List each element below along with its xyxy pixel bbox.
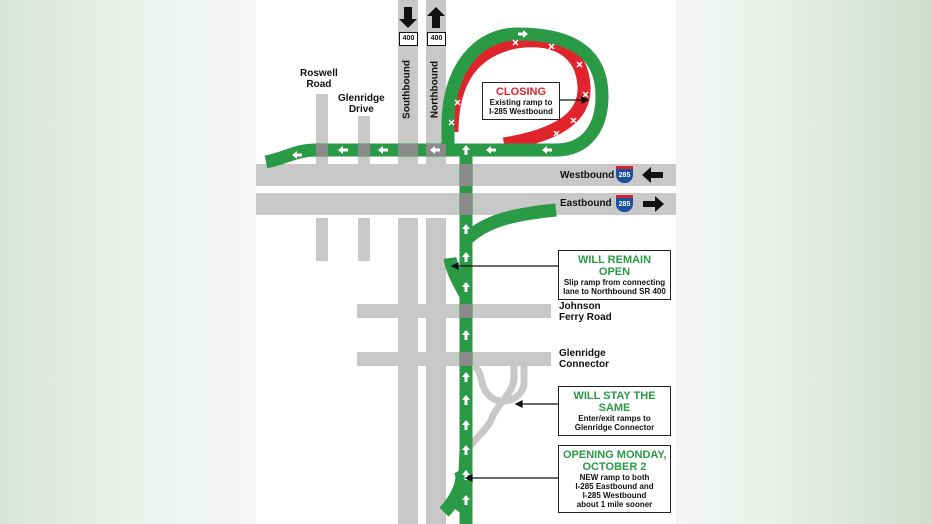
callout-opening-text: NEW ramp to both I-285 Eastbound and I-2… [575, 473, 654, 509]
closing-ramp-red [445, 34, 591, 151]
route-arrows [292, 30, 552, 505]
arrow-left-icon [642, 167, 663, 183]
interstate-shield-icon: 285 [616, 166, 633, 183]
arrow-left-icon [338, 146, 348, 154]
callout-closing-text: Existing ramp to I-285 Westbound [489, 98, 553, 116]
callout-stay-same-text: Enter/exit ramps to Glenridge Connector [574, 414, 655, 432]
arrow-left-icon [378, 146, 388, 154]
arrow-up-icon [462, 282, 470, 292]
callout-closing: CLOSING Existing ramp to I-285 Westbound [482, 82, 560, 120]
arrow-right-icon [518, 30, 528, 38]
closing-x-marks [448, 39, 589, 137]
glenridge-drive-label: Glenridge Drive [338, 93, 385, 115]
sr400-northbound-road [426, 0, 446, 524]
arrow-right-icon [643, 196, 664, 212]
callout-remain-open: WILL REMAIN OPEN Slip ramp from connecti… [558, 250, 671, 300]
johnson-ferry-label: Johnson Ferry Road [559, 301, 612, 323]
sr400-southbound-road [398, 0, 418, 524]
callout-remain-open-heading: WILL REMAIN OPEN [577, 254, 652, 278]
callout-opening-heading: OPENING MONDAY, OCTOBER 2 [563, 449, 667, 473]
arrow-up-icon [462, 224, 470, 234]
eastbound-label: Eastbound [560, 198, 612, 209]
arrow-down-icon [399, 7, 417, 28]
interstate-shield-icon: 285 [616, 195, 633, 212]
background-right [676, 0, 932, 524]
arrow-up-icon [462, 470, 470, 480]
northbound-label: Northbound [429, 60, 441, 119]
glenridge-connector-label: Glenridge Connector [559, 348, 609, 370]
arrow-up-icon [462, 330, 470, 340]
westbound-label: Westbound [560, 170, 615, 181]
callout-closing-heading: CLOSING [495, 86, 547, 98]
johnson-ferry-road [357, 304, 551, 318]
callout-remain-open-text: Slip ramp from connecting lane to Northb… [563, 278, 666, 296]
arrow-left-icon [486, 146, 496, 154]
arrow-up-icon [427, 7, 445, 28]
interchange-map [256, 0, 676, 524]
arrow-up-icon [462, 252, 470, 262]
arrow-left-icon [542, 146, 552, 154]
glenridge-connector-ramps [467, 363, 528, 449]
arrow-up-icon [462, 420, 470, 430]
arrow-up-icon [462, 445, 470, 455]
arrow-left-icon [430, 146, 440, 154]
callout-stay-same: WILL STAY THE SAME Enter/exit ramps to G… [558, 386, 671, 436]
state-route-shield-icon: 400 [427, 32, 446, 46]
callout-pointers [450, 96, 590, 482]
arrow-up-icon [462, 372, 470, 382]
arrow-left-icon [292, 151, 302, 159]
map-panel: 400 400 Roswell Road Glenridge Drive Sou… [256, 0, 676, 524]
arrow-right-icon [492, 228, 502, 236]
arrow-up-icon [462, 395, 470, 405]
roswell-road-label: Roswell Road [300, 68, 338, 90]
callout-stay-same-heading: WILL STAY THE SAME [573, 390, 656, 414]
state-route-shield-icon: 400 [399, 32, 418, 46]
callout-opening: OPENING MONDAY, OCTOBER 2 NEW ramp to bo… [558, 445, 671, 513]
arrow-up-icon [462, 495, 470, 505]
background-left [0, 0, 256, 524]
arrow-up-icon [462, 145, 470, 155]
glenridge-connector-road [357, 352, 551, 366]
southbound-label: Southbound [401, 60, 413, 119]
